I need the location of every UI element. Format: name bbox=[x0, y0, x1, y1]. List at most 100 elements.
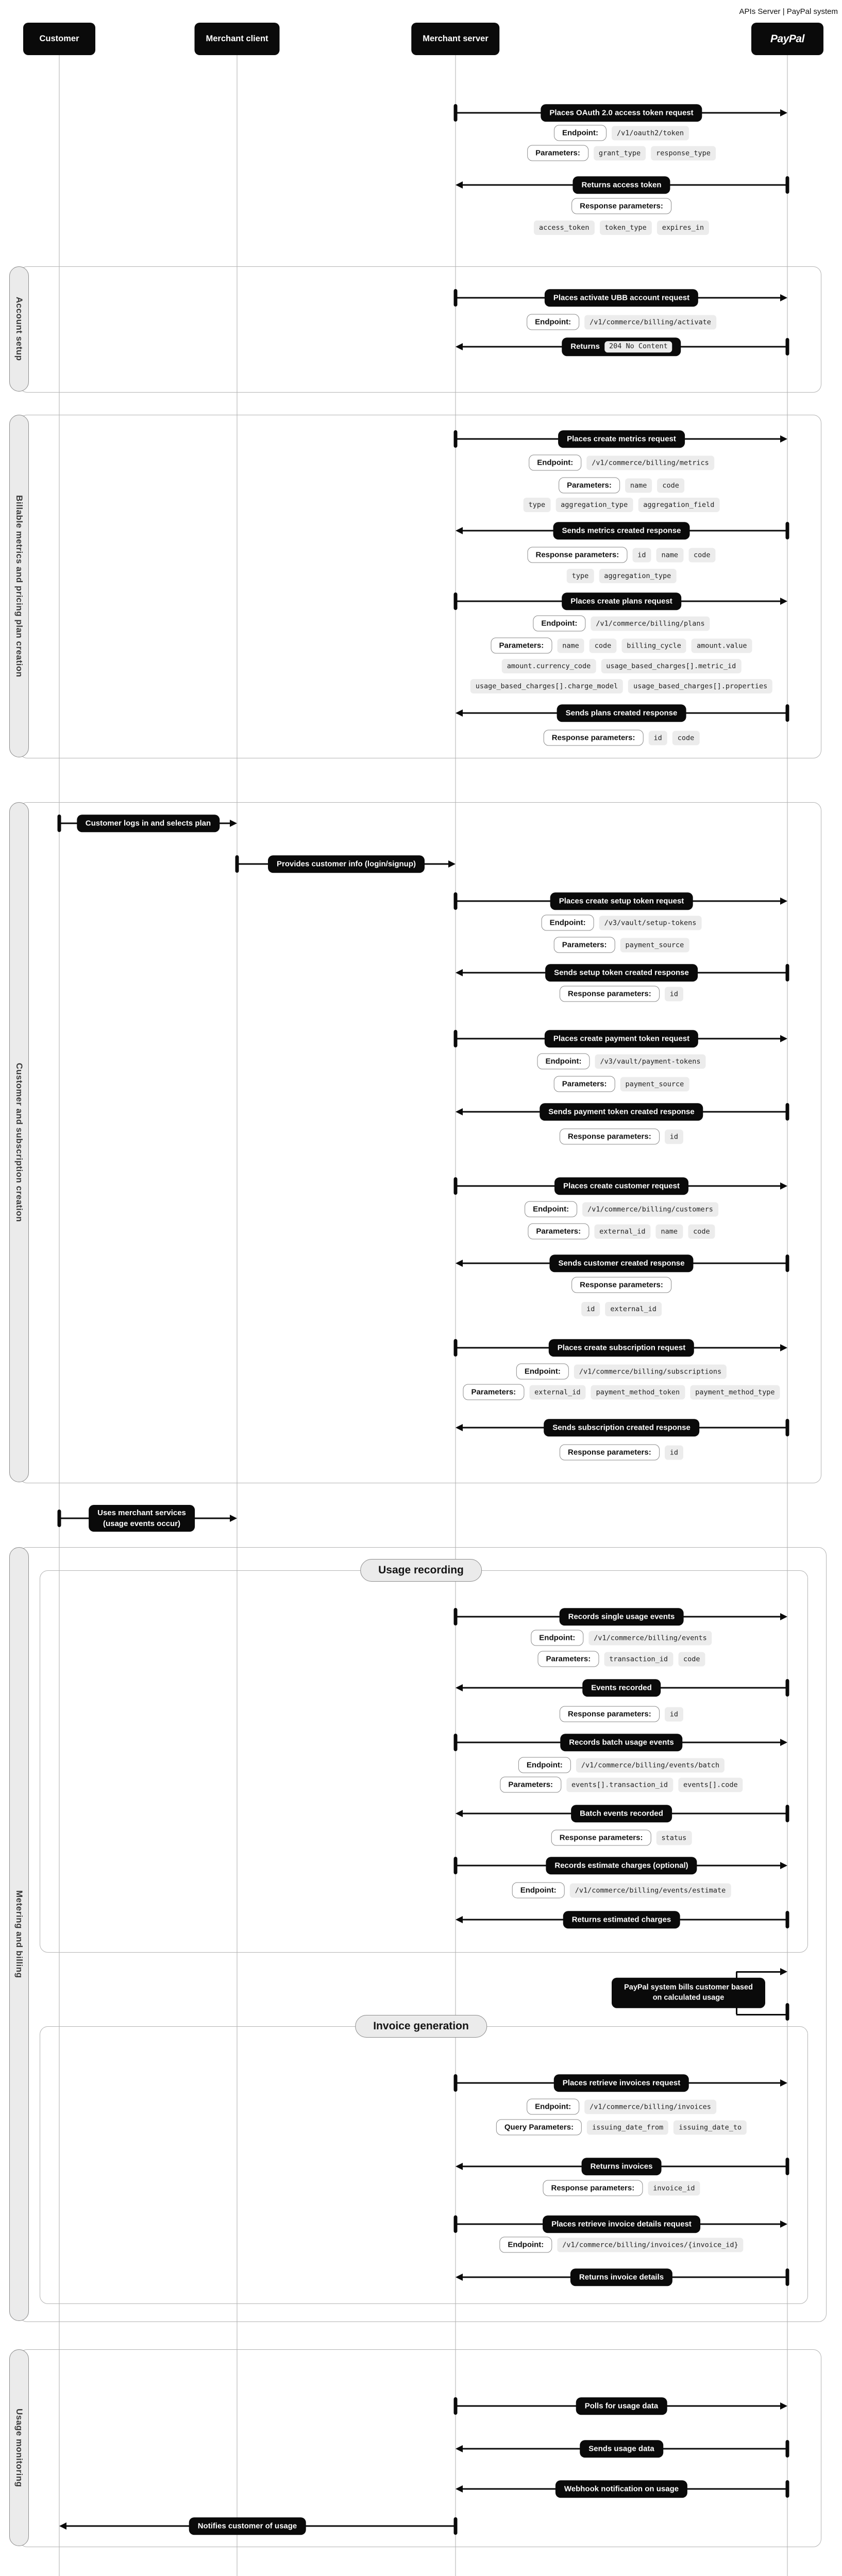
actor-label: Merchant server bbox=[423, 34, 489, 43]
self-note-box: PayPal system bills customer based on ca… bbox=[612, 1977, 765, 2008]
arrowhead-right-icon bbox=[780, 294, 787, 301]
param-chip: payment_method_token bbox=[591, 1385, 685, 1399]
message-pill: Uses merchant services(usage events occu… bbox=[89, 1505, 195, 1532]
actor-box-customer-top: Customer bbox=[23, 23, 95, 55]
activation-bar bbox=[453, 2397, 458, 2415]
activation-bar bbox=[785, 964, 789, 981]
arrowhead-left-icon bbox=[456, 2163, 463, 2170]
actor-box-paypal-top: PayPal bbox=[751, 23, 823, 55]
param-chip: transaction_id bbox=[604, 1652, 673, 1666]
message-pill: Places create subscription request bbox=[548, 1339, 695, 1357]
detail-row: Endpoint:/v1/commerce/billing/subscripti… bbox=[516, 1363, 727, 1380]
message-pill: Returns invoices bbox=[581, 2158, 662, 2175]
arrowhead-left-icon bbox=[456, 969, 463, 976]
message-label: Returns invoice details bbox=[579, 2273, 664, 2282]
field-key-label: Response parameters: bbox=[571, 1277, 671, 1293]
activation-bar bbox=[453, 2215, 458, 2233]
message-label: Returns bbox=[570, 342, 600, 351]
arrowhead-right-icon bbox=[448, 860, 456, 868]
lifeline-client bbox=[237, 55, 238, 2576]
param-chip: name bbox=[655, 1224, 683, 1239]
message-pill: Records batch usage events bbox=[560, 1734, 683, 1751]
detail-row: Endpoint:/v1/commerce/billing/customers bbox=[525, 1201, 718, 1217]
field-key-label: Endpoint: bbox=[541, 914, 594, 931]
message-pill: Places create payment token request bbox=[544, 1030, 699, 1047]
arrowhead-left-icon bbox=[456, 527, 463, 534]
param-chip: /v1/commerce/billing/events/batch bbox=[576, 1758, 725, 1772]
paypal-logo: PayPal bbox=[770, 32, 804, 45]
message-label: Batch events recorded bbox=[580, 1809, 663, 1818]
activation-bar bbox=[785, 338, 789, 355]
arrowhead-left-icon bbox=[456, 181, 463, 189]
detail-row: Endpoint: /v1/commerce/billing/events bbox=[531, 1630, 712, 1646]
param-chip: issuing_date_to bbox=[673, 2120, 747, 2134]
field-key-label: Response parameters: bbox=[527, 547, 628, 563]
param-chip: /v1/commerce/billing/events bbox=[588, 1631, 712, 1645]
activation-bar bbox=[453, 892, 458, 910]
arrowhead-right-icon bbox=[780, 897, 787, 905]
activation-bar bbox=[453, 1608, 458, 1625]
message-label: Places retrieve invoice details request bbox=[551, 2219, 692, 2229]
message-label: Customer logs in and selects plan bbox=[85, 819, 211, 828]
message-pill: Provides customer info (login/signup) bbox=[267, 855, 425, 873]
arrowhead-left-icon bbox=[456, 2274, 463, 2281]
message-pill: Polls for usage data bbox=[576, 2397, 667, 2415]
param-chip: code bbox=[688, 1224, 715, 1239]
arrowhead-right-icon bbox=[780, 2402, 787, 2410]
activation-bar bbox=[453, 592, 458, 610]
activation-bar bbox=[785, 1419, 789, 1436]
param-chip: token_type bbox=[599, 221, 652, 235]
arrowhead-right-icon bbox=[780, 1862, 787, 1869]
subsection-label: Invoice generation bbox=[373, 2020, 469, 2032]
message-label: Records estimate charges (optional) bbox=[554, 1861, 688, 1870]
param-chip: external_id bbox=[605, 1302, 662, 1316]
message-label: Polls for usage data bbox=[584, 2401, 659, 2411]
param-chip: payment_method_type bbox=[690, 1385, 780, 1399]
detail-row: Endpoint:/v1/commerce/billing/invoices/{… bbox=[499, 2236, 744, 2253]
message-label: Returns invoices bbox=[590, 2162, 653, 2171]
actor-box-server-top: Merchant server bbox=[411, 23, 500, 55]
field-key-label: Response parameters: bbox=[543, 2180, 643, 2196]
message-pill: Places activate UBB account request bbox=[544, 289, 699, 307]
param-chip: billing_cycle bbox=[621, 638, 686, 653]
detail-row: Response parameters:id bbox=[560, 1444, 683, 1461]
message-label: Sends usage data bbox=[588, 2444, 654, 2453]
section-label: Customer and subscription creation bbox=[14, 1062, 24, 1222]
param-chip: name bbox=[656, 548, 683, 562]
param-chip: name bbox=[557, 638, 584, 653]
detail-row: Endpoint:/v1/commerce/billing/events/est… bbox=[512, 1882, 731, 1899]
param-chip: /v3/vault/payment-tokens bbox=[595, 1054, 706, 1069]
detail-row: Endpoint:/v1/commerce/billing/invoices bbox=[527, 2098, 716, 2115]
field-key-label: Endpoint: bbox=[531, 1630, 584, 1646]
param-chip: /v1/commerce/billing/activate bbox=[584, 315, 716, 329]
message-pill: Places create customer request bbox=[554, 1177, 688, 1195]
arrowhead-right-icon bbox=[780, 1613, 787, 1620]
param-chip: external_id bbox=[529, 1385, 586, 1399]
message-pill: Events recorded bbox=[582, 1679, 661, 1697]
activation-bar bbox=[785, 2480, 789, 2498]
subsection-label: Usage recording bbox=[378, 1564, 464, 1576]
message-label: Places create metrics request bbox=[567, 434, 676, 444]
activation-bar bbox=[453, 1339, 458, 1357]
message-label: Places create payment token request bbox=[553, 1034, 690, 1043]
param-chip: invoice_id bbox=[648, 2181, 700, 2195]
message-label: Sends plans created response bbox=[565, 708, 678, 718]
param-chip: status bbox=[656, 1831, 692, 1845]
message-label: Sends payment token created response bbox=[548, 1107, 695, 1116]
param-chip: /v1/commerce/billing/plans bbox=[591, 616, 710, 631]
param-chip: type bbox=[523, 498, 551, 512]
message-label: Events recorded bbox=[591, 1683, 652, 1692]
arrowhead-right-icon bbox=[780, 109, 787, 116]
message-pill: Sends payment token created response bbox=[540, 1103, 703, 1121]
section-label: Usage monitoring bbox=[14, 2408, 24, 2487]
param-chip: external_id bbox=[594, 1224, 651, 1239]
param-chip: response_type bbox=[651, 146, 716, 160]
detail-row: Response parameters: bbox=[571, 1277, 671, 1293]
arrowhead-right-icon bbox=[780, 1344, 787, 1351]
param-chip: grant_type bbox=[593, 146, 646, 160]
